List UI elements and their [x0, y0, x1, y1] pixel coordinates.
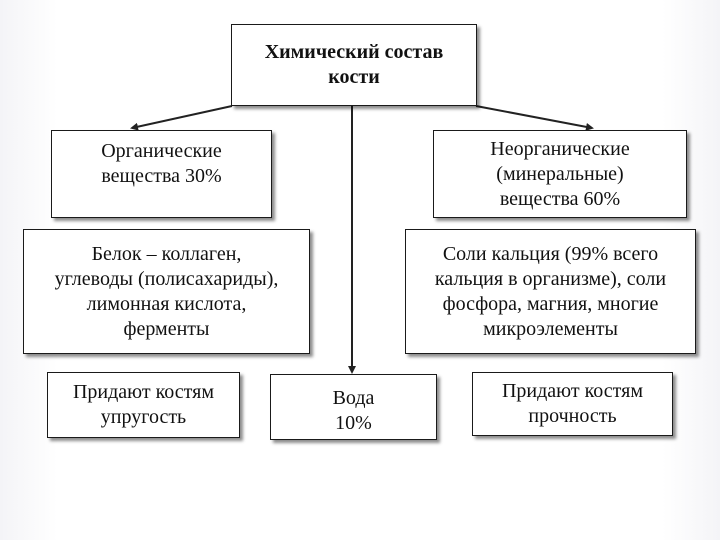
organic-effect-box: Придают костям упругость [47, 372, 240, 438]
organic-effect-line-2: упругость [100, 406, 187, 428]
inorganic-effect-line-1: Придают костям [501, 380, 644, 402]
organic-detail-line-1: Белок – коллаген, [91, 242, 242, 265]
inorganic-detail-line-2: кальция в организме), соли [434, 267, 667, 290]
organic-line-2: вещества 30% [101, 165, 222, 187]
water-line-1: Вода [332, 387, 375, 409]
organic-line-1: Органические [101, 140, 222, 162]
organic-detail-line-3: лимонная кислота, [86, 292, 247, 315]
organic-detail-box: Белок – коллаген, углеводы (полисахариды… [23, 229, 310, 354]
organic-detail-line-2: углеводы (полисахариды), [54, 267, 279, 290]
inorganic-box: Неорганические (минеральные) вещества 60… [433, 130, 687, 218]
inorganic-detail-line-3: фосфора, магния, многие [442, 292, 659, 315]
water-line-2: 10% [335, 412, 372, 434]
water-box: Вода 10% [270, 374, 437, 440]
root-box: Химический состав кости [231, 24, 477, 106]
organic-effect-line-1: Придают костям [72, 381, 215, 403]
inorganic-effect-box: Придают костям прочность [472, 372, 673, 436]
inorganic-line-1: Неорганические [490, 137, 630, 160]
arrow-to-organic [130, 105, 233, 131]
inorganic-line-3: вещества 60% [499, 187, 621, 210]
inorganic-line-2: (минеральные) [496, 162, 624, 185]
inorganic-effect-line-2: прочность [528, 405, 617, 427]
organic-detail-line-4: ферменты [123, 317, 210, 340]
arrow-to-inorganic [475, 105, 594, 131]
inorganic-detail-box: Соли кальция (99% всего кальция в органи… [405, 229, 696, 354]
inorganic-detail-line-4: микроэлементы [483, 317, 618, 340]
root-line-2: кости [328, 66, 380, 88]
inorganic-detail-line-1: Соли кальция (99% всего [442, 242, 659, 265]
root-line-1: Химический состав [264, 41, 444, 63]
organic-box: Органические вещества 30% [51, 130, 272, 218]
